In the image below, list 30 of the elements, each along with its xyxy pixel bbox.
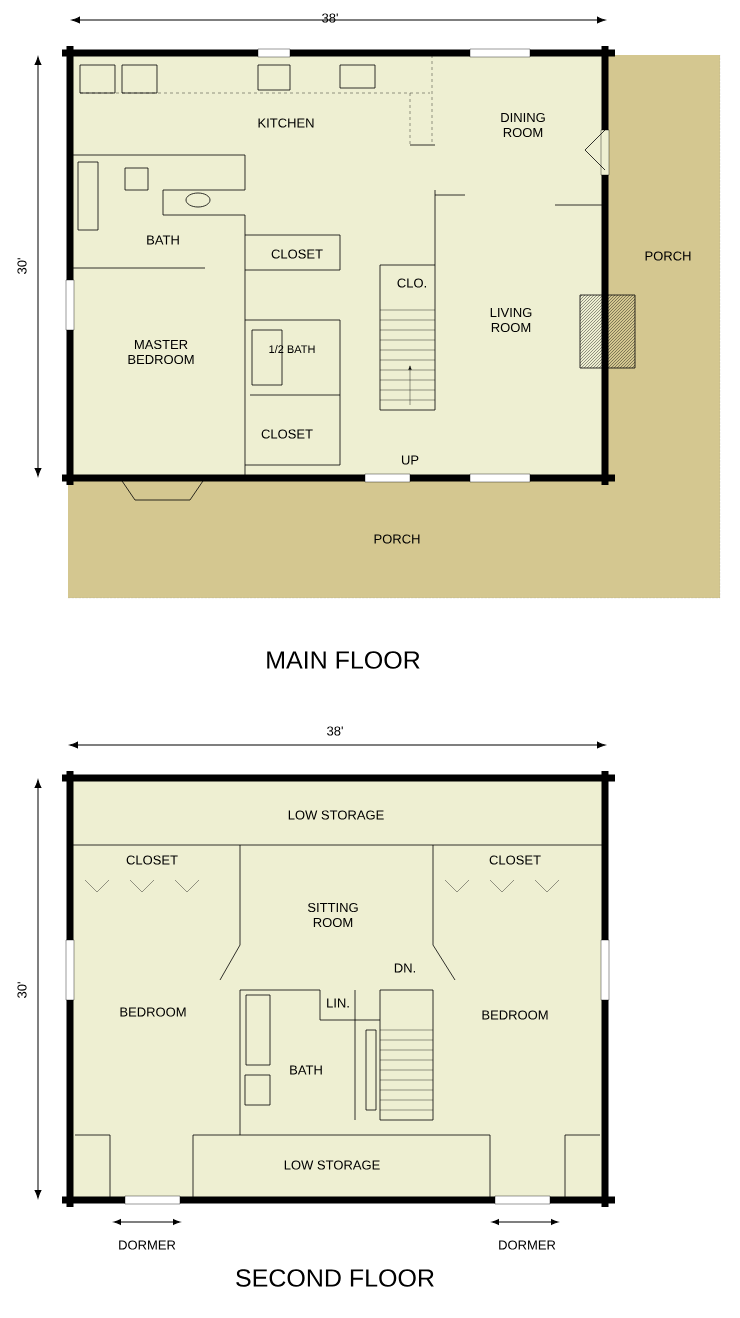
room-label: BATH: [147, 235, 179, 245]
room-label: BEDROOM: [120, 1007, 186, 1017]
room-label: LOW STORAGE: [288, 810, 384, 820]
room-label: DN.: [394, 963, 415, 973]
room-label: 1/2 BATH: [269, 344, 315, 354]
room-label: CLOSET: [489, 855, 541, 865]
room-label: SITTING ROOM: [307, 902, 358, 928]
room-label: BEDROOM: [482, 1010, 548, 1020]
room-label: LIVING ROOM: [490, 307, 532, 333]
room-label: LIN.: [327, 998, 349, 1008]
room-label: KITCHEN: [258, 118, 314, 128]
room-label: CLOSET: [126, 855, 178, 865]
dimension-label: 38': [322, 13, 338, 23]
room-label: PORCH: [645, 251, 691, 261]
room-label: DORMER: [119, 1240, 176, 1250]
floor-caption: MAIN FLOOR: [267, 651, 420, 669]
room-label: DINING ROOM: [501, 112, 545, 138]
dimension-label: 30': [17, 982, 27, 998]
room-label: MASTER BEDROOM: [128, 339, 194, 365]
room-label: UP: [402, 455, 419, 465]
room-label: BATH: [290, 1065, 322, 1075]
dimension-label: 30': [17, 258, 27, 274]
room-label: PORCH: [374, 534, 420, 544]
floor-caption: SECOND FLOOR: [236, 1269, 434, 1287]
room-label: CLOSET: [261, 429, 313, 439]
room-label: CLO.: [397, 278, 426, 288]
room-label: LOW STORAGE: [284, 1160, 380, 1170]
room-label: CLOSET: [271, 249, 323, 259]
dimension-label: 38': [327, 726, 343, 736]
room-label: DORMER: [499, 1240, 556, 1250]
